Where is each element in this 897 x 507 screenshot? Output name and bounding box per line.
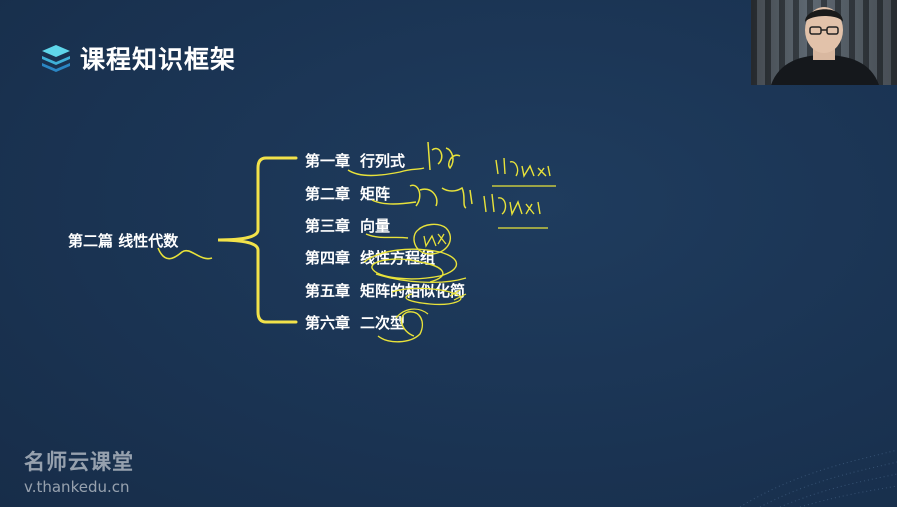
chapter-item: 第一章行列式	[305, 150, 405, 171]
chapter-item: 第三章向量	[305, 215, 390, 236]
slide-header: 课程知识框架	[40, 40, 236, 76]
presenter-image	[771, 7, 879, 85]
chapter-number: 第二章	[305, 185, 351, 203]
chapter-name: 行列式	[360, 152, 406, 170]
chapter-name: 线性方程组	[360, 249, 436, 267]
webcam-video	[751, 0, 897, 85]
chapter-number: 第六章	[305, 314, 351, 332]
chapter-name: 向量	[360, 217, 391, 235]
part-label: 第二篇 线性代数	[68, 232, 179, 250]
chapter-item: 第四章线性方程组	[305, 247, 435, 268]
curly-brace	[217, 156, 298, 324]
layers-icon	[42, 45, 70, 72]
chapter-item: 第六章二次型	[305, 312, 405, 333]
chapter-name: 二次型	[360, 314, 406, 332]
watermark: 名师云课堂 v.thankedu.cn	[24, 446, 134, 496]
watermark-name: 名师云课堂	[24, 450, 134, 474]
chapter-name: 矩阵	[360, 185, 391, 203]
chapter-item: 第二章矩阵	[305, 183, 390, 204]
chapter-number: 第四章	[305, 249, 351, 267]
slide-title: 课程知识框架	[80, 45, 237, 74]
watermark-url: v.thankedu.cn	[24, 478, 130, 496]
chapter-number: 第三章	[305, 217, 351, 235]
chapter-item: 第五章矩阵的相似化简	[305, 280, 465, 301]
chapter-number: 第五章	[305, 282, 351, 300]
chapter-name: 矩阵的相似化简	[360, 282, 466, 300]
decorative-dots-pattern	[739, 449, 897, 507]
chapter-number: 第一章	[305, 152, 351, 170]
